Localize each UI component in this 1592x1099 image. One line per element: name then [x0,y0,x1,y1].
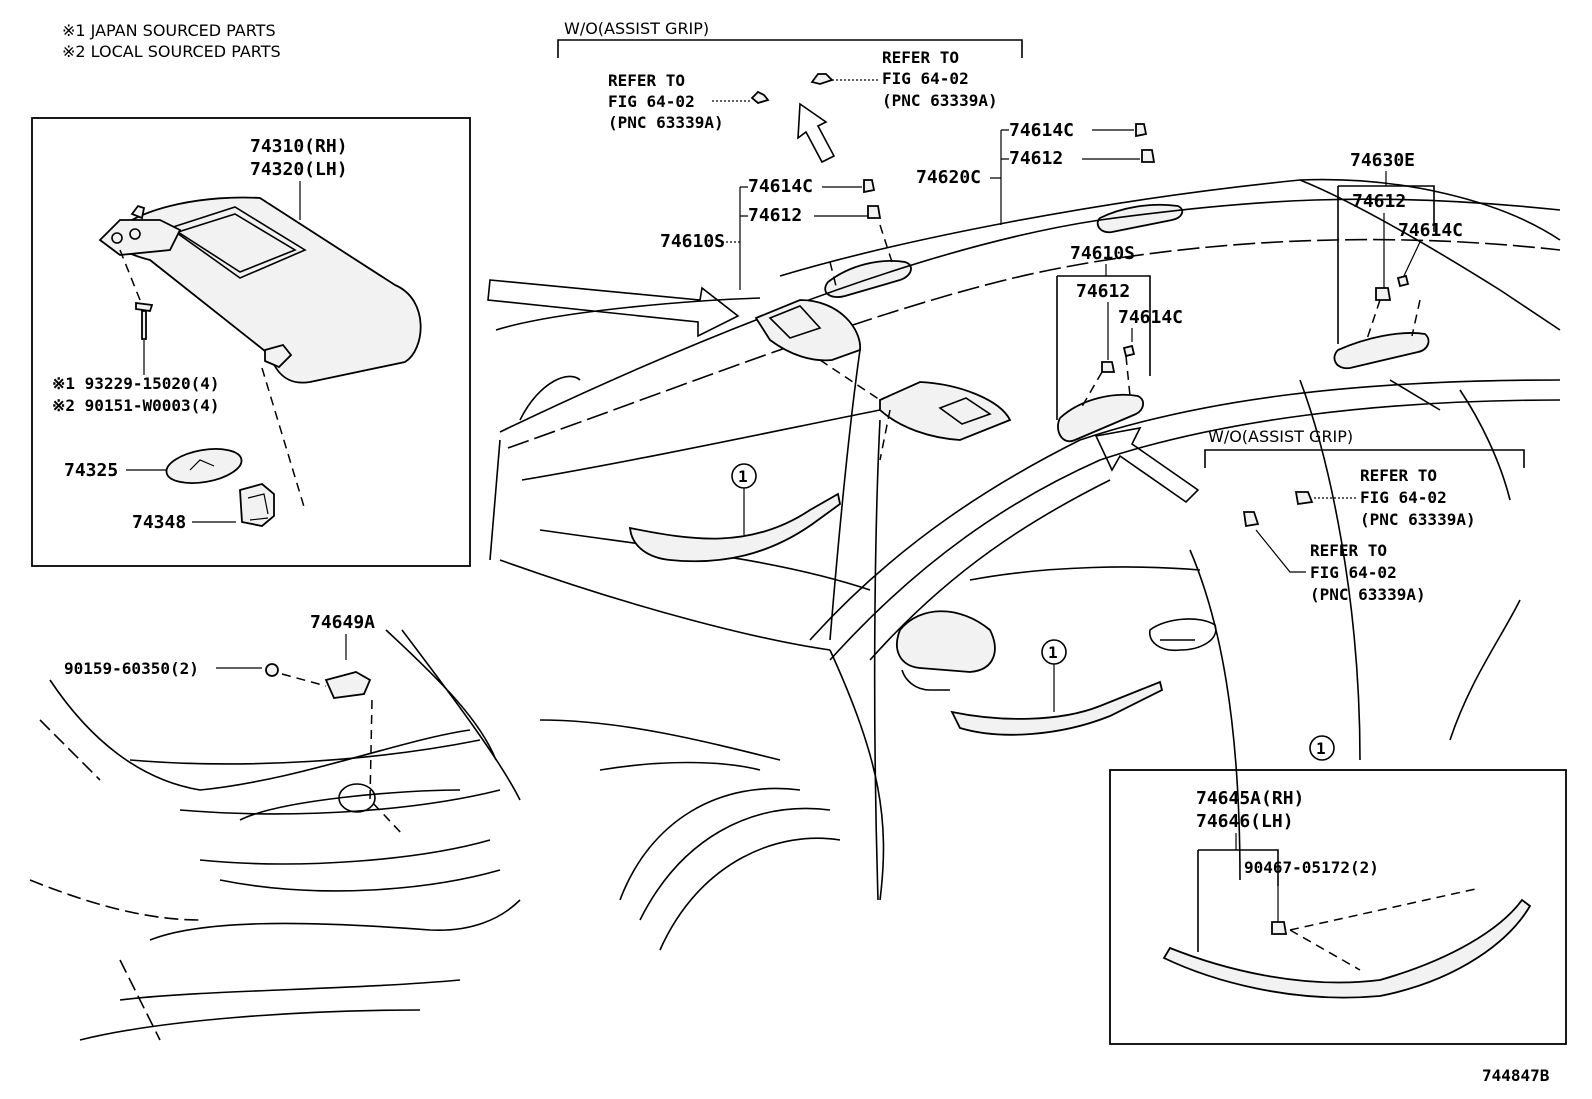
clip-icon [750,90,770,105]
part-74612: 74612 [1009,148,1063,169]
screw-icon [135,301,154,340]
part-74614c: 74614C [1009,120,1074,141]
scuff-strip-rear [950,680,1164,736]
part-74614c: 74614C [748,176,813,197]
sun-visor [108,196,422,384]
refer-callout-b: REFER TO FIG 64-02 (PNC 63339A) [810,48,998,110]
clip-icon [1101,361,1116,373]
note-japan-sourced: ※1 JAPAN SOURCED PARTS [62,21,276,40]
part-74620c: 74620C [916,167,981,188]
part-74348: 74348 [132,512,186,533]
scuff-strip-74645a [1162,898,1532,999]
callout-1-front: 1 [628,463,841,563]
hatch-emblem [338,783,376,813]
part-74630e: 74630E [1350,150,1415,171]
part-74320-lh: 74320(LH) [250,159,348,180]
callout-marker: 1 [1316,739,1326,758]
part-74646-lh: 74646(LH) [1196,811,1294,832]
clip-icon [1271,921,1288,935]
refer-b-line1: REFER TO [882,48,959,67]
sun-visor-detail-box: 74310(RH) 74320(LH) ※1 93229-15020(4) ※2… [31,117,471,567]
clip-icon [1375,287,1392,301]
visor-holder-74348 [239,483,275,527]
sun-visor-left [754,299,861,362]
direction-arrow-icon [1094,426,1200,504]
part-90467-05172: 90467-05172(2) [1244,858,1379,877]
scuff-strip-front [628,492,841,563]
part-74610s: 74610S [1070,243,1135,264]
assist-grip-group-3: 74610S 74612 74614C [1056,243,1183,443]
clip-icon [867,205,882,219]
part-74610s: 74610S [660,231,725,252]
visor-cap-74325 [165,448,243,484]
refer-c-line1: REFER TO [1360,466,1437,485]
wo-assist-grip-group-right: W/O(ASSIST GRIP) [1204,427,1525,468]
part-74612: 74612 [748,205,802,226]
part-93229-15020: ※1 93229-15020(4) [52,374,220,393]
holder-icon [863,179,876,194]
holder-icon [1135,123,1148,138]
bolt-icon [265,663,279,677]
side-mirror [896,610,996,673]
clip-icon [1294,491,1314,506]
refer-callout-a: REFER TO FIG 64-02 (PNC 63339A) [608,71,770,132]
holder-icon [1396,274,1410,288]
part-74614c: 74614C [1398,220,1463,241]
refer-c-line2: FIG 64-02 [1360,488,1447,507]
refer-b-line3: (PNC 63339A) [882,91,998,110]
part-74614c: 74614C [1118,307,1183,328]
refer-a-line1: REFER TO [608,71,685,90]
refer-a-line3: (PNC 63339A) [608,113,724,132]
holder-icon [1122,344,1136,358]
in-car-sun-visors [754,299,1012,461]
diagram-code: 744847B [1482,1066,1550,1085]
part-74325: 74325 [64,460,118,481]
part-74612: 74612 [1076,281,1130,302]
refer-d-line2: FIG 64-02 [1310,563,1397,582]
part-90159-60350: 90159-60350(2) [64,659,199,678]
part-90151-w0003: ※2 90151-W0003(4) [52,396,220,415]
refer-c-line3: (PNC 63339A) [1360,510,1476,529]
clip-icon [810,73,834,85]
callout-1-rear: 1 [950,639,1164,736]
vanity-mirror [168,206,307,279]
part-74310-rh: 74310(RH) [250,136,348,157]
part-74645a-rh: 74645A(RH) [1196,788,1304,809]
direction-arrow-icon [487,279,740,338]
assist-grip-3 [1057,393,1144,443]
scuff-strip-detail-box: 1 74645A(RH) 74646(LH) 90467-05172(2) [1109,735,1567,1045]
rear-hatch-area: 74649A 90159-60350(2) [29,612,521,1041]
refer-b-line2: FIG 64-02 [882,69,969,88]
callout-marker: 1 [1048,643,1058,662]
direction-arrow-icon [797,102,836,164]
assist-grip-group-1: 74614C 74612 74610S [660,176,912,298]
clip-icon [1242,511,1260,528]
part-74649a: 74649A [310,612,375,633]
refer-callout-d: REFER TO FIG 64-02 (PNC 63339A) [1242,511,1426,604]
assist-grip-group-4: 74630E 74612 74614C [1333,150,1463,370]
refer-a-line2: FIG 64-02 [608,92,695,111]
wo-assist-grip-group-top: W/O(ASSIST GRIP) [557,19,1023,58]
refer-d-line1: REFER TO [1310,541,1387,560]
note-local-sourced: ※2 LOCAL SOURCED PARTS [62,42,281,61]
callout-marker: 1 [738,467,748,486]
wo-assist-grip-label: W/O(ASSIST GRIP) [564,19,709,38]
assist-grip-4 [1333,332,1430,370]
clip-icon [1141,149,1156,163]
hatch-handle-74649a [324,671,372,699]
part-74612: 74612 [1352,191,1406,212]
vehicle-body-outline [489,178,1561,951]
refer-d-line3: (PNC 63339A) [1310,585,1426,604]
refer-callout-c: REFER TO FIG 64-02 (PNC 63339A) [1294,466,1476,529]
door-handle [1149,618,1217,652]
wo-assist-grip-label: W/O(ASSIST GRIP) [1208,427,1353,446]
